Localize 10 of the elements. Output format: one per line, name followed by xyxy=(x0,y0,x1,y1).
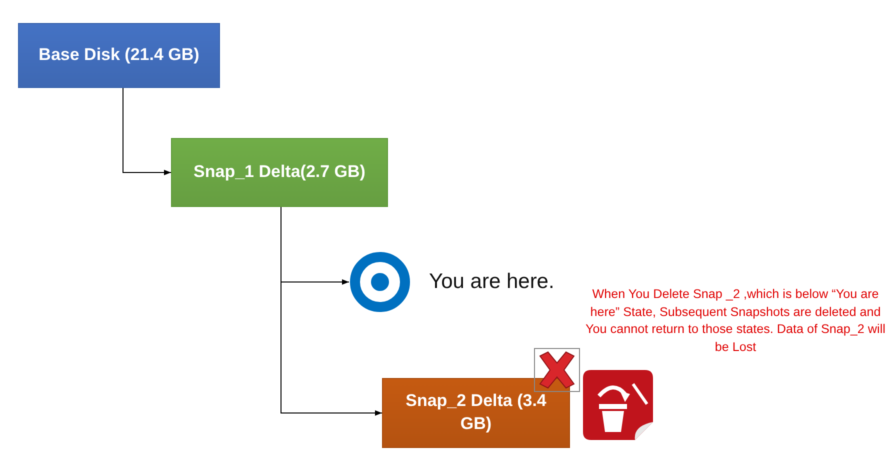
process-box xyxy=(18,23,220,88)
box-label: Snap_2 Delta (3.4 GB) xyxy=(404,390,548,435)
box-label: Base Disk (21.4 GB) xyxy=(38,44,200,66)
location-label: You are here. xyxy=(429,270,554,294)
warning-note: When You Delete Snap _2 ,which is below “You are here” State, Subsequent Snapshots are deleted and You cannot return to those states. Data of Snap_2 will be Lost xyxy=(584,286,886,356)
process-box xyxy=(171,138,388,207)
connector-arrow xyxy=(122,88,172,176)
box-label: Snap_1 Delta(2.7 GB) xyxy=(192,161,366,184)
connector-arrow xyxy=(280,206,382,416)
process-box xyxy=(382,378,570,448)
